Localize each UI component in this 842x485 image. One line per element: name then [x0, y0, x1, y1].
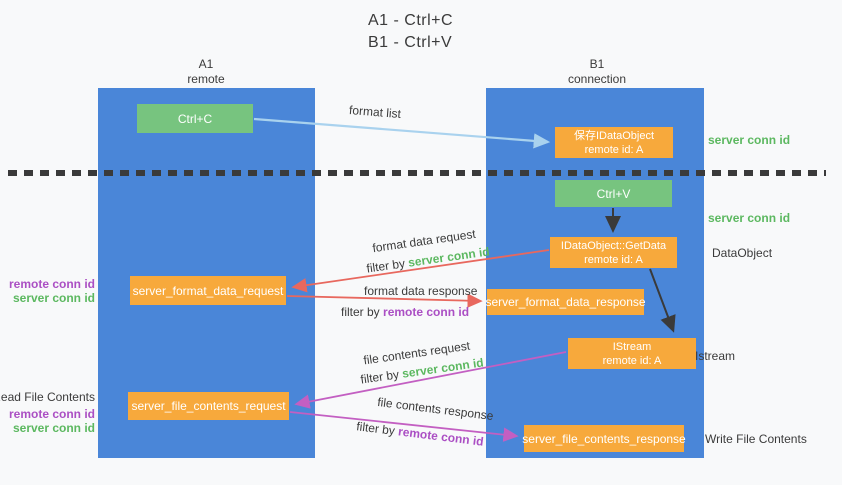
node-server-format-data-response: server_format_data_response [485, 289, 646, 315]
remote-conn-id-text: remote conn id [397, 424, 485, 449]
node-server-file-contents-request-label: server_file_contents_request [131, 399, 286, 413]
node-server-file-contents-response: server_file_contents_response [522, 425, 686, 452]
node-save-idataobject-line2: remote id: A [584, 143, 644, 156]
node-idataobject-getdata: IDataObject::GetData remote id: A [550, 237, 677, 268]
node-server-file-contents-request: server_file_contents_request [128, 392, 289, 420]
right-server-conn-id-top: server conn id [708, 133, 791, 147]
node-istream: IStream remote id: A [568, 338, 696, 369]
read-file-contents-label: Read File Contents [0, 390, 95, 404]
read-server-conn-id: server conn id [12, 421, 95, 435]
label-format-data-response: format data response [364, 284, 478, 298]
diagram-title: A1 - Ctrl+C B1 - Ctrl+V [368, 10, 453, 54]
node-idataobject-getdata-line1: IDataObject::GetData [560, 239, 667, 252]
node-istream-line2: remote id: A [602, 354, 662, 367]
node-server-file-contents-response-label: server_file_contents_response [522, 431, 686, 446]
label-filter-by-remote-conn-id-1: filter by remote conn id [341, 305, 469, 319]
read-remote-conn-id: remote conn id [8, 407, 95, 421]
left-conn-id-annotation: remote conn id server conn id [9, 277, 95, 305]
label-file-contents-response: file contents response [376, 394, 495, 424]
filter-by-text: filter by [359, 367, 400, 387]
istream-annotation: Istream [695, 349, 736, 363]
label-filter-by-remote-conn-id-2: filter by remote conn id [356, 419, 485, 449]
node-ctrl-c: Ctrl+C [137, 104, 253, 133]
node-save-idataobject: 保存IDataObject remote id: A [555, 127, 673, 158]
node-ctrl-c-label: Ctrl+C [177, 111, 213, 126]
node-idataobject-getdata-line2: remote id: A [584, 253, 643, 266]
node-server-format-data-request-label: server_format_data_request [132, 283, 284, 298]
right-server-conn-id-mid: server conn id [708, 211, 791, 225]
node-server-format-data-request: server_format_data_request [130, 276, 286, 305]
left-server-conn-id: server conn id [12, 291, 95, 305]
node-save-idataobject-line1: 保存IDataObject [573, 129, 655, 142]
label-format-list: format list [348, 102, 402, 122]
title-line-1: A1 - Ctrl+C [368, 12, 454, 29]
filter-by-text: filter by [341, 305, 380, 319]
right-column-name: B1 [589, 57, 605, 71]
node-istream-line1: IStream [612, 340, 652, 353]
remote-conn-id-text: remote conn id [383, 305, 470, 319]
filter-by-text: filter by [365, 256, 406, 276]
write-file-contents-annotation: Write File Contents [705, 432, 807, 446]
node-server-format-data-response-label: server_format_data_response [485, 295, 646, 309]
filter-by-text: filter by [355, 419, 396, 438]
right-column-header: B1 connection [537, 57, 657, 87]
dataobject-annotation: DataObject [712, 246, 773, 260]
left-remote-conn-id: remote conn id [8, 277, 95, 291]
node-ctrl-v-label: Ctrl+V [596, 186, 631, 201]
right-column-role: connection [567, 72, 627, 86]
left-column-role: remote [187, 72, 225, 86]
node-ctrl-v: Ctrl+V [555, 180, 672, 207]
copy-paste-separator-line [8, 170, 826, 176]
left-column-name: A1 [198, 57, 214, 71]
title-line-2: B1 - Ctrl+V [368, 34, 453, 51]
left-column-header: A1 remote [146, 57, 266, 87]
read-file-contents-annotation: Read File Contents remote conn id server… [0, 390, 95, 435]
